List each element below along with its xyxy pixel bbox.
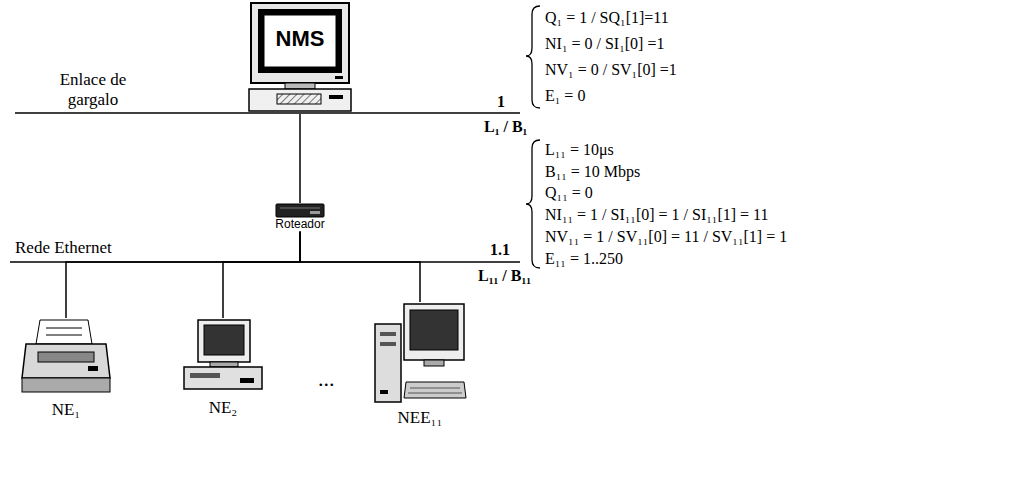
printer-device: NE₁ — [18, 318, 114, 420]
link-attribute: NV₁ = 0 / SV₁[0] =1 — [545, 60, 677, 79]
link-number: 1 — [497, 92, 505, 111]
nms-computer: NMS — [247, 2, 353, 114]
drawing-part — [190, 373, 220, 378]
link-attribute: NI₁ = 0 / SI₁[0] =1 — [545, 34, 664, 53]
link-attribute: Q₁₁ = 0 — [545, 183, 593, 202]
drawing-part — [410, 310, 458, 350]
drawing-part — [198, 320, 250, 362]
bottleneck-link — [15, 112, 520, 114]
drawing-part — [375, 324, 401, 402]
drawing-part — [280, 208, 320, 209]
link-attribute: B₁₁ = 10 Mbps — [545, 162, 640, 181]
router: Roteador — [262, 203, 338, 231]
drawing-part — [410, 388, 460, 389]
brace — [526, 140, 540, 268]
link-attribute: NI₁₁ = 1 / SI₁₁[0] = 1 / SI₁₁[1] = 11 — [545, 205, 768, 224]
link-attribute: E₁₁ = 1..250 — [545, 249, 623, 268]
link-attribute: E₁ = 0 — [545, 86, 585, 105]
link-params: L₁ / B₁ — [484, 117, 527, 136]
pc-device: NE₂ — [180, 318, 266, 418]
link-attribute: NV₁₁ = 1 / SV₁₁[0] = 11 / SV₁₁[1] = 1 — [545, 227, 787, 246]
device-label: NE₂ — [180, 398, 266, 418]
workstation-icon — [372, 302, 468, 408]
device-label: NEE₁₁ — [372, 408, 468, 428]
drawing-part — [285, 83, 315, 89]
router-icon — [262, 203, 338, 219]
nms-computer-icon — [247, 2, 353, 114]
device-label: NE₁ — [18, 400, 114, 420]
drawing-part — [380, 332, 396, 336]
drawing-part — [329, 95, 343, 99]
drawing-part — [404, 382, 466, 398]
drawing-part — [380, 342, 396, 346]
drawing-part — [184, 367, 262, 389]
workstation-device: NEE₁₁ — [372, 302, 468, 428]
network-connector — [223, 231, 300, 318]
link-attribute: L₁₁ = 10μs — [545, 140, 614, 159]
drawing-part — [36, 320, 92, 344]
drawing-part — [22, 344, 110, 378]
drawing-part — [204, 325, 244, 355]
network-name: Rede Ethernet — [15, 238, 112, 258]
printer-icon — [18, 318, 114, 398]
drawing-part — [46, 328, 82, 329]
nms-label: NMS — [247, 26, 353, 52]
network-connector — [299, 114, 301, 203]
pc-icon — [180, 318, 266, 398]
drawing-part — [424, 360, 444, 366]
drawing-part — [404, 304, 464, 360]
network-connector — [300, 231, 420, 302]
drawing-part — [38, 352, 94, 362]
drawing-part — [380, 390, 388, 394]
drawing-part — [249, 89, 351, 111]
brace — [526, 6, 540, 108]
drawing-part — [88, 366, 98, 371]
link-name: Enlace de gargalo — [45, 70, 141, 110]
drawing-part — [310, 211, 320, 214]
router-label: Roteador — [262, 217, 338, 231]
link-number: 1.1 — [490, 240, 510, 259]
drawing-part — [408, 393, 462, 394]
drawing-part — [335, 76, 343, 79]
drawing-part — [276, 204, 324, 217]
drawing-part — [240, 378, 254, 383]
drawing-part — [277, 94, 321, 104]
link-attribute: Q₁ = 1 / SQ₁[1]=11 — [545, 8, 669, 27]
drawing-part — [22, 378, 110, 392]
drawing-part — [46, 335, 82, 336]
link-params: L₁₁ / B₁₁ — [478, 266, 531, 285]
ellipsis: ... — [318, 366, 335, 392]
